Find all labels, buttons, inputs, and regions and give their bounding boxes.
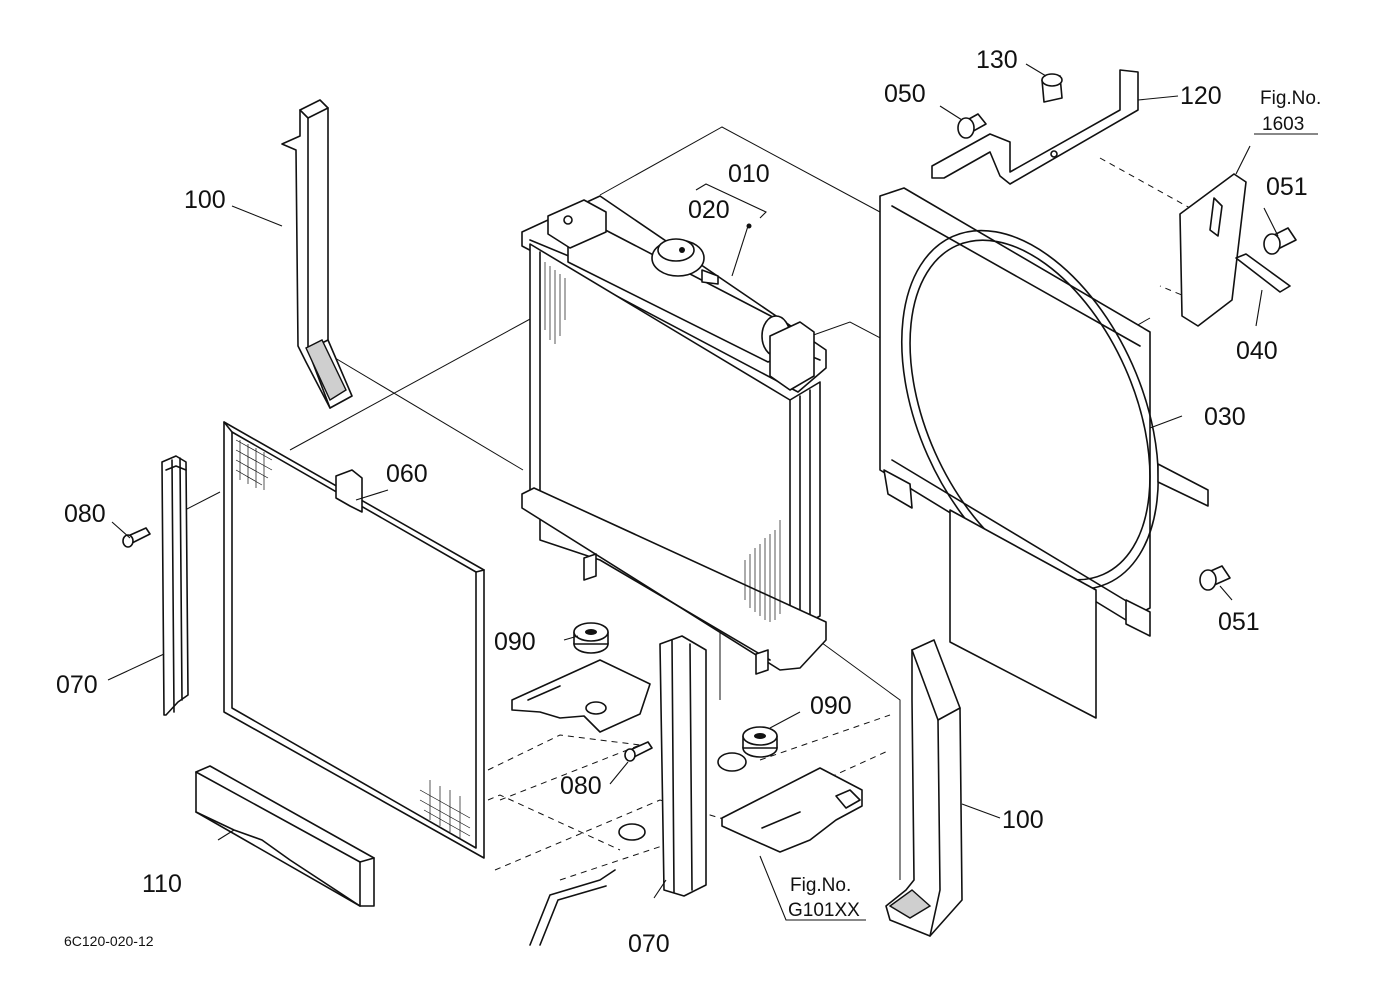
- sponge-block: [195, 765, 375, 907]
- core-fin-hatch: [544, 262, 781, 622]
- callout-080-center: 080: [560, 772, 602, 800]
- radiator-cap: [651, 238, 719, 285]
- rubber-mount-right: [742, 726, 778, 758]
- radiator-assembly: [521, 195, 827, 675]
- callout-100-left: 100: [184, 186, 226, 214]
- bolt-center: [624, 741, 653, 762]
- callout-130: 130: [976, 46, 1018, 74]
- side-seal-center: [659, 635, 707, 897]
- fan-side-bracket: [1099, 157, 1291, 327]
- bolt-050: [957, 113, 987, 139]
- bolt-left: [122, 527, 151, 548]
- bolt-051-bottom: [1199, 565, 1231, 591]
- figure-ref-label: Fig.No.: [1260, 88, 1321, 109]
- figure-ref-number: G101XX: [788, 900, 860, 921]
- callout-040: 040: [1236, 337, 1278, 365]
- figure-ref-fan-side: Fig.No. 1603: [1260, 88, 1321, 135]
- callout-020: 020: [688, 196, 730, 224]
- callout-060: 060: [386, 460, 428, 488]
- fan-shroud: [879, 187, 1209, 719]
- air-guide-left: [281, 99, 353, 409]
- callout-120: 120: [1180, 82, 1222, 110]
- figure-ref-mount: Fig.No. G101XX: [788, 875, 860, 921]
- figure-ref-number: 1603: [1262, 114, 1304, 135]
- callout-090-left: 090: [494, 628, 536, 656]
- side-seal-left: [161, 455, 189, 716]
- callout-010: 010: [728, 160, 770, 188]
- callout-070-left: 070: [56, 671, 98, 699]
- callout-050: 050: [884, 80, 926, 108]
- radiator-screen: [223, 421, 485, 859]
- callout-051-bottom: 051: [1218, 608, 1260, 636]
- callout-leaders: [107, 63, 1318, 921]
- callout-080-left: 080: [64, 500, 106, 528]
- callout-labels: 100 070 080 060 110 090 090 080 070 100 …: [56, 46, 1308, 958]
- bolt-051-top: [1263, 227, 1297, 255]
- plug-130: [1041, 73, 1063, 103]
- callout-110: 110: [142, 870, 182, 898]
- upper-stay: [931, 69, 1139, 185]
- mount-bracket-left: [511, 659, 651, 733]
- callout-100-right: 100: [1002, 806, 1044, 834]
- callout-051-top: 051: [1266, 173, 1308, 201]
- callout-090-right: 090: [810, 692, 852, 720]
- rubber-mount-left: [573, 622, 609, 654]
- callout-070-center: 070: [628, 930, 670, 958]
- air-guide-right: [885, 639, 963, 937]
- drawing-code: 6C120-020-12: [64, 933, 154, 949]
- figure-ref-label: Fig.No.: [790, 875, 851, 896]
- screen-mesh-hatch: [235, 439, 471, 838]
- callout-030: 030: [1204, 403, 1246, 431]
- mount-bracket-right: [618, 752, 863, 853]
